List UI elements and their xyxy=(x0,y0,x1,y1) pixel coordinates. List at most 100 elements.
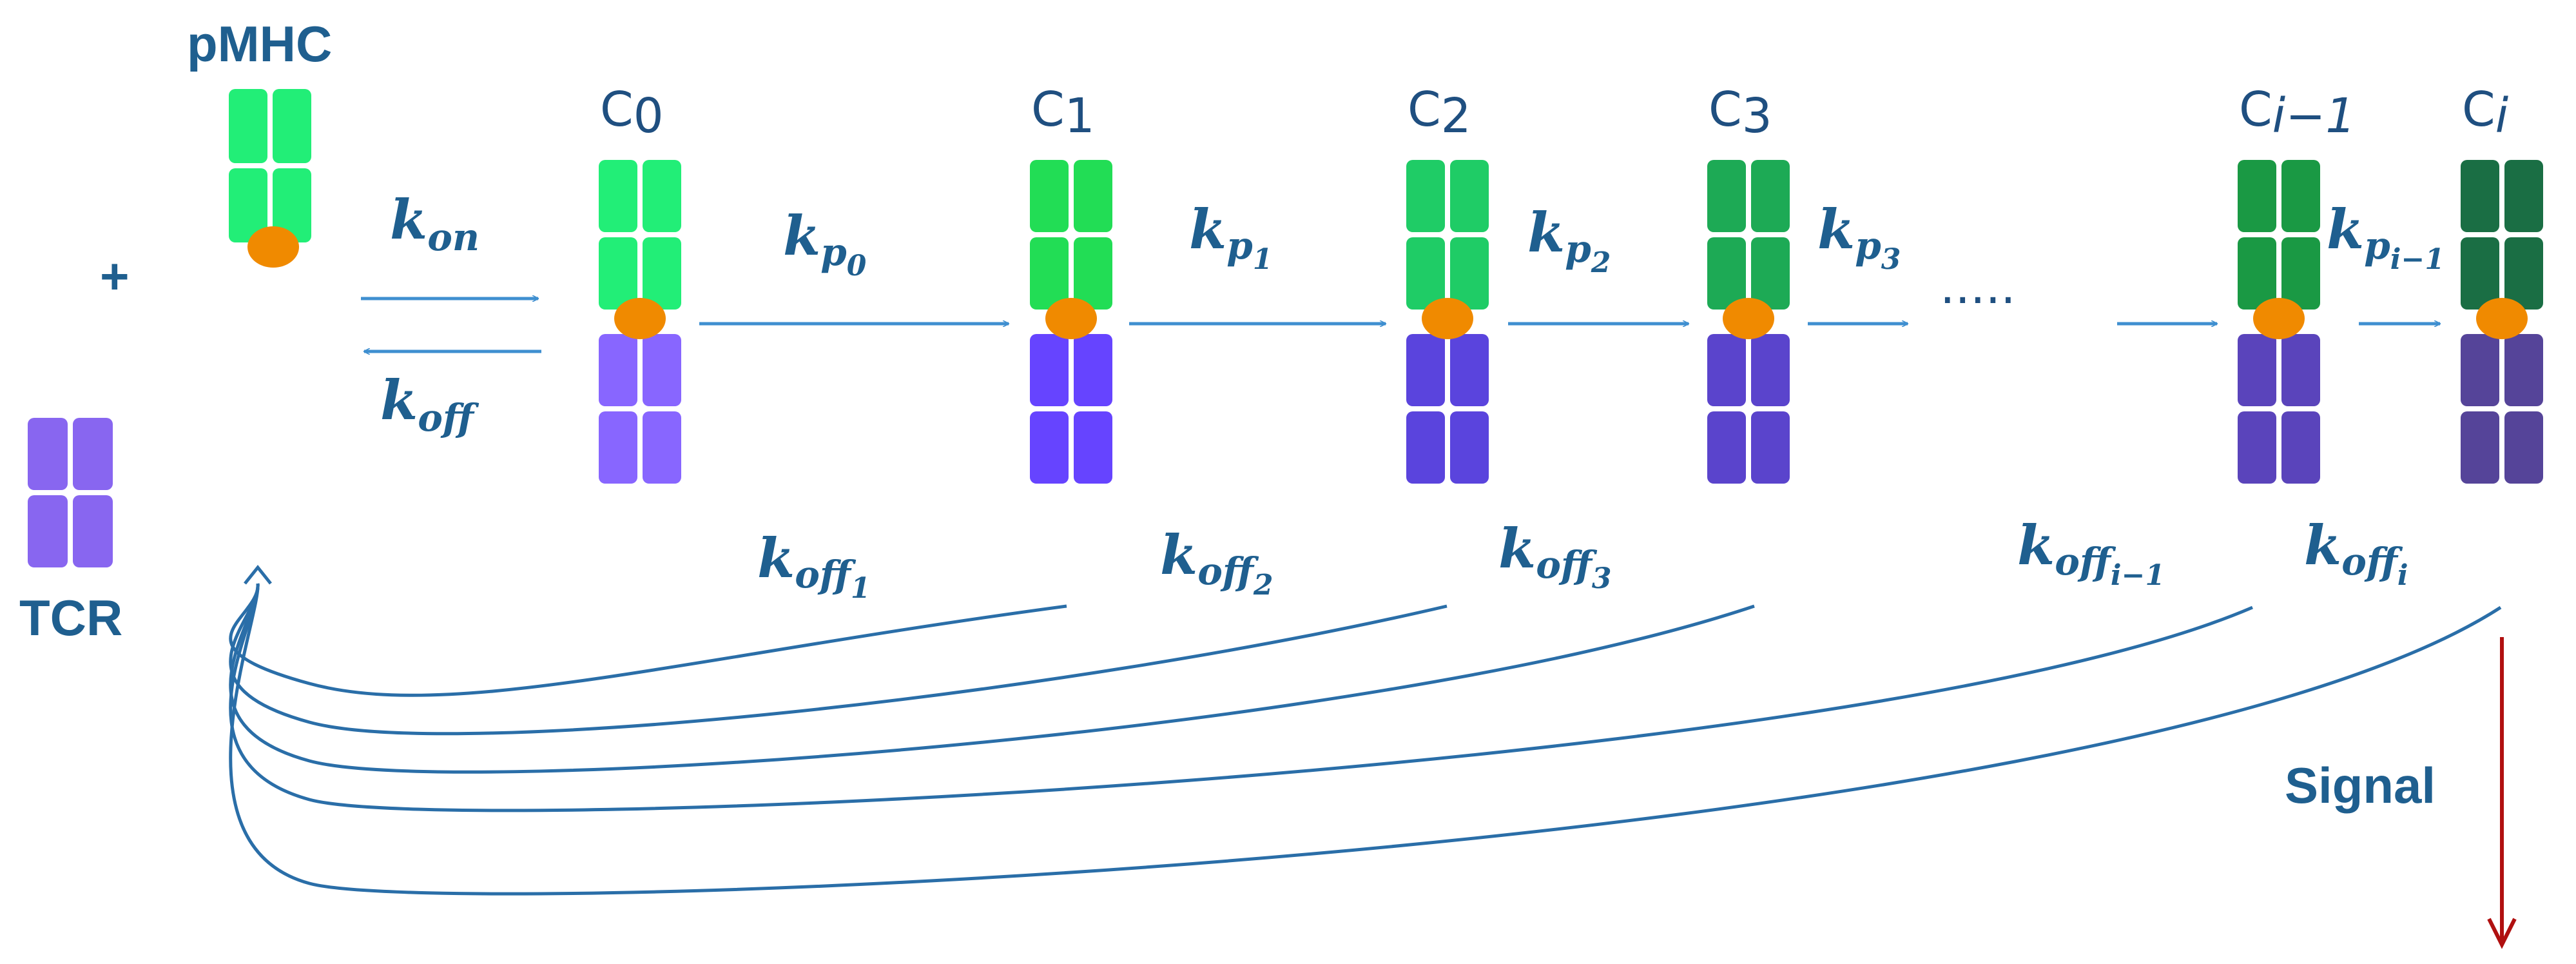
proofreading-rate-labels: kp0 kp1 kp2 kp3 kpi−1 xyxy=(783,197,2445,282)
peptide xyxy=(614,298,666,339)
k-off-label: koff xyxy=(380,368,479,440)
pmhc-domain xyxy=(599,160,637,232)
complex-label: C2 xyxy=(1408,82,1471,144)
tcr-domain xyxy=(28,418,68,490)
tcr-domain xyxy=(2238,411,2276,484)
pmhc-domain xyxy=(1751,237,1790,310)
complex-0: C0 xyxy=(599,82,681,484)
tcr-domain xyxy=(599,334,637,406)
peptide xyxy=(2253,298,2305,339)
complex-label: C1 xyxy=(1031,82,1095,144)
peptide xyxy=(1045,298,1097,339)
free-pmhc-molecule xyxy=(229,89,311,268)
plus-sign: + xyxy=(100,248,130,304)
complex-label: C0 xyxy=(600,82,664,144)
pmhc-domain xyxy=(1074,237,1112,310)
unbinding-curve xyxy=(229,583,1067,697)
complex-label: Ci xyxy=(2462,82,2509,144)
proofreading-rate-label: kp2 xyxy=(1527,201,1611,279)
pmhc-domain xyxy=(1074,160,1112,232)
proofreading-rate-label: kp0 xyxy=(783,204,867,282)
pmhc-domain xyxy=(599,237,637,310)
pmhc-domain xyxy=(229,89,267,163)
complex-3: C3 xyxy=(1707,82,1790,484)
tcr-domain xyxy=(73,418,113,490)
pmhc-domain xyxy=(2504,237,2543,310)
tcr-domain xyxy=(1030,411,1069,484)
complex-4: Ci−1 xyxy=(2238,82,2356,484)
complex-label: Ci−1 xyxy=(2239,82,2356,144)
tcr-domain xyxy=(2504,334,2543,406)
tcr-domain xyxy=(1707,411,1746,484)
tcr-domain xyxy=(28,495,68,567)
complex-chain: C0 C1 C2 C3 Ci−1 Ci xyxy=(599,82,2543,484)
pmhc-domain xyxy=(1707,160,1746,232)
complex-1: C1 xyxy=(1030,82,1112,484)
pmhc-domain xyxy=(1406,237,1445,310)
proofreading-rate-label: kp3 xyxy=(1817,197,1901,276)
pmhc-domain xyxy=(1030,237,1069,310)
tcr-domain xyxy=(1406,411,1445,484)
tcr-domain xyxy=(1030,334,1069,406)
peptide xyxy=(2476,298,2528,339)
unbinding-rate-label: koffi xyxy=(2304,513,2408,592)
tcr-domain xyxy=(643,334,681,406)
pmhc-domain xyxy=(2504,160,2543,232)
proofreading-rate-label: kpi−1 xyxy=(2327,197,2445,276)
tcr-domain xyxy=(599,411,637,484)
unbinding-curve xyxy=(229,583,2502,896)
pmhc-domain xyxy=(1707,237,1746,310)
tcr-domain xyxy=(1074,334,1112,406)
unbinding-rate-label: koffi−1 xyxy=(2017,513,2165,592)
unbinding-rate-label: koff2 xyxy=(1160,523,1273,602)
unbinding-rate-label: koff3 xyxy=(1498,516,1612,595)
unbinding-curves xyxy=(229,583,2502,896)
pmhc-domain xyxy=(1450,160,1489,232)
ellipsis: ..... xyxy=(1940,259,2016,315)
pmhc-domain xyxy=(229,168,267,242)
return-arrow-head xyxy=(244,564,272,585)
pmhc-label: pMHC xyxy=(187,15,332,72)
k-on-label: kon xyxy=(390,188,479,259)
unbinding-rate-label: koff1 xyxy=(757,526,871,605)
unbinding-curve xyxy=(229,583,1448,736)
tcr-domain xyxy=(1406,334,1445,406)
pmhc-domain xyxy=(1030,160,1069,232)
tcr-domain xyxy=(2461,411,2499,484)
tcr-domain xyxy=(1751,334,1790,406)
pmhc-domain xyxy=(643,237,681,310)
tcr-domain xyxy=(2281,411,2320,484)
free-tcr-molecule xyxy=(28,418,113,567)
pmhc-domain xyxy=(1751,160,1790,232)
tcr-domain xyxy=(1707,334,1746,406)
tcr-domain xyxy=(1751,411,1790,484)
unbinding-curve xyxy=(229,583,2253,812)
tcr-domain xyxy=(643,411,681,484)
tcr-domain xyxy=(2281,334,2320,406)
pmhc-domain xyxy=(2461,160,2499,232)
pmhc-domain xyxy=(2238,237,2276,310)
pmhc-domain xyxy=(2461,237,2499,310)
unbinding-rate-labels: koff1 koff2 koff3 koffi−1 koffi xyxy=(757,513,2408,605)
pmhc-domain xyxy=(1450,237,1489,310)
signal-label: Signal xyxy=(2285,757,2436,814)
tcr-label: TCR xyxy=(19,589,122,646)
peptide xyxy=(1422,298,1473,339)
pmhc-domain xyxy=(643,160,681,232)
pmhc-domain xyxy=(1406,160,1445,232)
unbinding-curve xyxy=(229,583,1755,774)
peptide xyxy=(1723,298,1774,339)
tcr-domain xyxy=(2238,334,2276,406)
signal-arrow-head xyxy=(2487,918,2517,949)
tcr-domain xyxy=(2461,334,2499,406)
tcr-domain xyxy=(1450,334,1489,406)
pmhc-domain xyxy=(2281,160,2320,232)
pmhc-domain xyxy=(2238,160,2276,232)
complex-2: C2 xyxy=(1406,82,1489,484)
pmhc-domain xyxy=(273,168,311,242)
complex-label: C3 xyxy=(1709,82,1772,144)
tcr-domain xyxy=(1074,411,1112,484)
pmhc-domain xyxy=(273,89,311,163)
proofreading-rate-label: kp1 xyxy=(1189,197,1272,276)
